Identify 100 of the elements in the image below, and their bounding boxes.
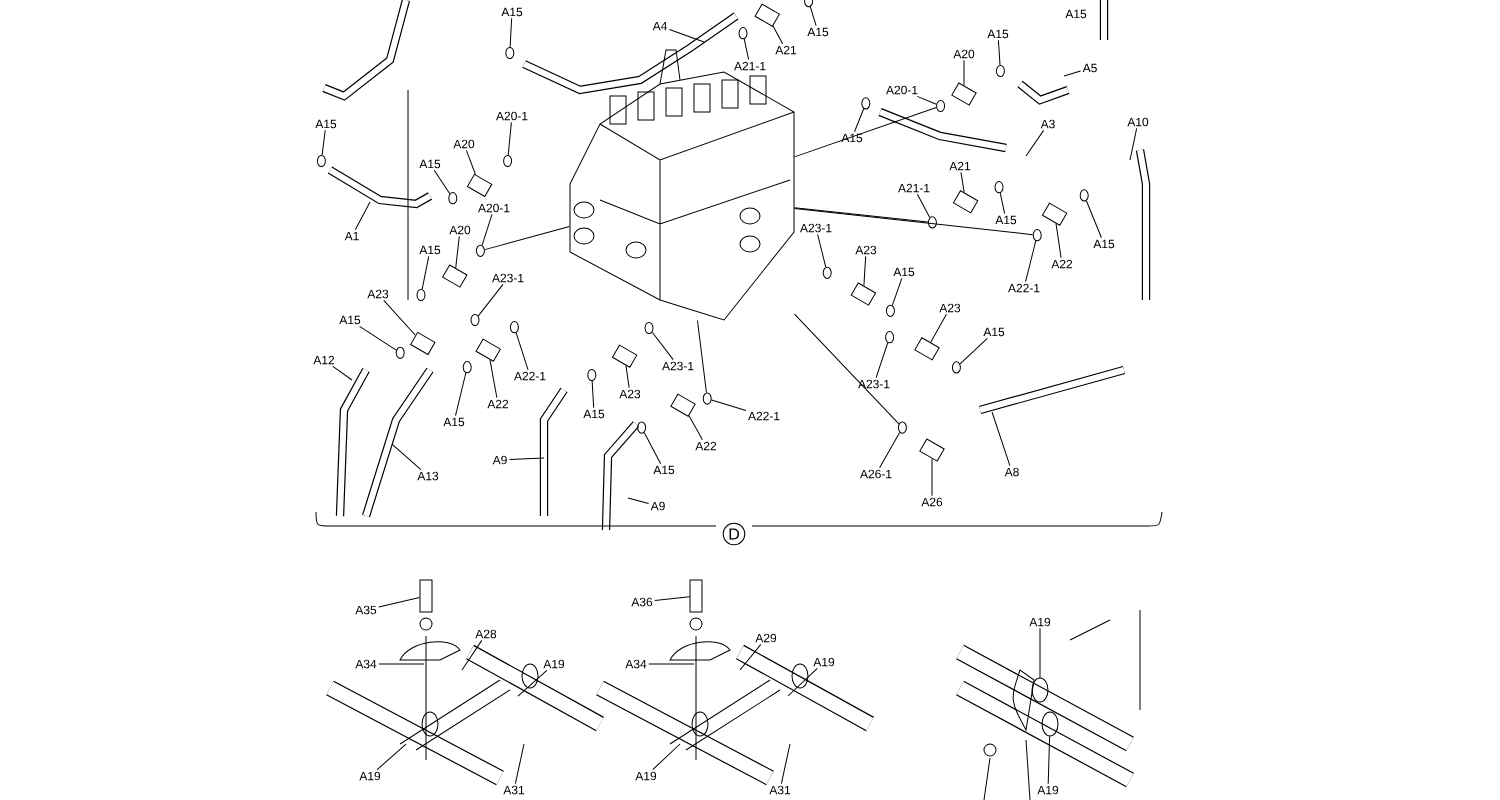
leader-line <box>668 28 705 43</box>
o-ring <box>738 27 748 40</box>
leader-line <box>891 277 903 306</box>
o-ring <box>587 368 597 382</box>
o-ring <box>804 0 814 8</box>
leader-line <box>930 313 947 343</box>
leader-line <box>378 597 420 608</box>
leader-line <box>999 192 1006 215</box>
fitting <box>952 190 979 214</box>
leader-line <box>916 193 931 218</box>
leader-line <box>643 432 662 465</box>
o-ring <box>475 244 485 257</box>
leader-line <box>787 667 818 697</box>
o-ring <box>509 321 519 334</box>
leader-line <box>376 743 407 771</box>
o-ring <box>702 392 712 405</box>
fitting <box>919 438 945 462</box>
fitting <box>850 282 877 306</box>
fitting <box>670 393 696 417</box>
o-ring <box>885 331 895 344</box>
bushing <box>1031 677 1049 703</box>
leader-line <box>879 431 901 469</box>
leader-line <box>739 643 762 671</box>
leader-line <box>854 108 865 133</box>
o-ring <box>995 64 1005 78</box>
leader-line <box>378 663 425 665</box>
leader-line <box>959 337 988 365</box>
leader-line <box>1129 127 1138 161</box>
o-ring <box>994 181 1004 194</box>
leader-line <box>1039 627 1041 678</box>
leader-line <box>481 213 493 246</box>
o-ring <box>1079 189 1089 202</box>
leader-line <box>391 443 422 471</box>
leader-line <box>651 331 674 361</box>
fitting <box>951 82 977 106</box>
leader-line <box>1085 200 1102 239</box>
leader-line <box>863 255 867 287</box>
leader-line <box>321 129 326 156</box>
leader-line <box>509 17 513 48</box>
fitting <box>410 331 436 355</box>
o-ring <box>822 266 832 279</box>
fitting <box>754 3 780 27</box>
leader-line <box>421 255 430 290</box>
leader-line <box>591 380 595 409</box>
o-ring <box>503 154 513 168</box>
leader-line <box>772 25 784 45</box>
o-ring <box>316 154 326 168</box>
leader-line <box>332 365 353 381</box>
control-valve-drawing <box>569 49 795 321</box>
leader-line <box>1055 223 1062 259</box>
port-reference-line <box>794 207 1034 236</box>
fitting <box>611 344 638 368</box>
leader-line <box>508 457 545 461</box>
leader-line <box>997 39 1001 66</box>
leader-line <box>916 95 937 105</box>
leader-line <box>383 299 416 336</box>
bushing <box>1041 711 1059 737</box>
o-ring <box>644 321 654 335</box>
bolt <box>689 579 703 613</box>
fitting <box>1041 202 1068 226</box>
bolt <box>419 579 433 613</box>
leader-line <box>931 458 933 497</box>
o-ring <box>637 421 647 434</box>
leader-line <box>780 743 791 785</box>
port-reference-line <box>484 226 570 251</box>
leader-line <box>743 38 750 61</box>
leader-line <box>627 497 650 504</box>
leader-line <box>1025 240 1037 283</box>
leader-line <box>489 359 498 399</box>
leader-line <box>354 201 371 231</box>
leader-line <box>455 372 467 417</box>
leader-line <box>711 399 747 411</box>
o-ring <box>505 46 515 60</box>
leader-line <box>455 235 460 269</box>
leader-line <box>514 743 525 785</box>
leader-line <box>960 171 965 193</box>
leader-line <box>477 283 504 317</box>
o-ring <box>927 216 937 229</box>
leader-line <box>433 169 451 195</box>
o-ring <box>448 192 458 205</box>
o-ring <box>897 421 907 434</box>
fitting <box>914 337 940 361</box>
fitting <box>475 338 501 362</box>
leader-line <box>465 149 476 175</box>
o-ring <box>395 346 405 359</box>
leader-line <box>515 332 529 371</box>
leader-line <box>1063 70 1082 77</box>
leader-line <box>991 411 1011 467</box>
o-ring <box>885 304 895 317</box>
o-ring <box>416 288 426 302</box>
leader-line <box>809 6 817 27</box>
leader-line <box>1025 129 1045 157</box>
leader-line <box>817 233 827 268</box>
o-ring <box>470 313 480 327</box>
leader-line <box>359 325 397 351</box>
o-ring <box>1032 229 1042 242</box>
port-reference-line <box>696 320 707 394</box>
o-ring <box>462 361 472 374</box>
leader-line <box>652 743 681 771</box>
leader-line <box>648 663 695 665</box>
